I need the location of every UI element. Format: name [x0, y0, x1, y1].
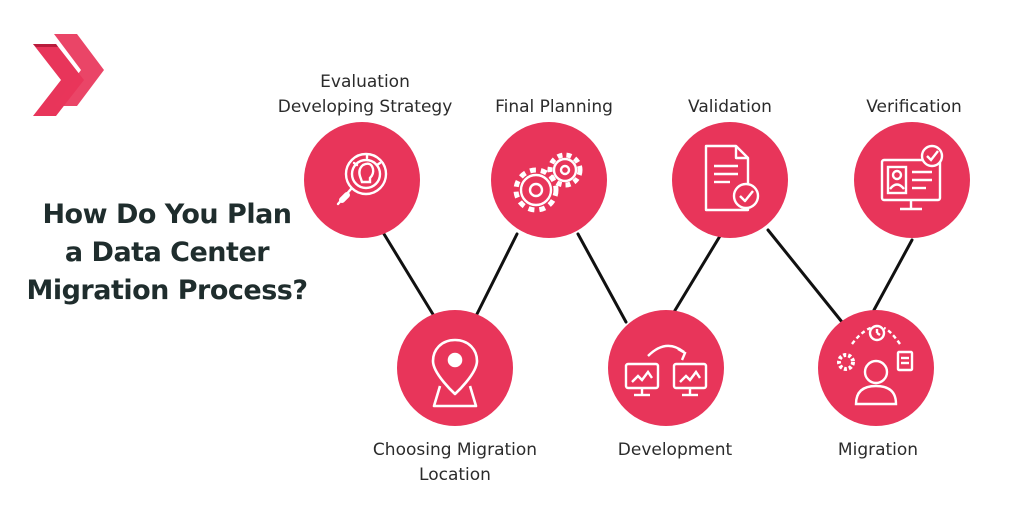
connector-3-4	[576, 232, 628, 324]
step-1-label-line-1: Evaluation	[320, 72, 410, 92]
step-3-label-line-1: Final Planning	[495, 97, 613, 117]
magnifier-lightbulb-icon	[336, 152, 388, 206]
step-7-label: Verification	[848, 95, 980, 120]
title-line-1: How Do You Plan	[42, 199, 292, 230]
connector-2-3	[474, 232, 519, 318]
step-4-label-line-1: Development	[617, 440, 733, 460]
step-5-node	[672, 122, 788, 238]
step-3-label: Final Planning	[474, 95, 634, 120]
step-2-label: Choosing Migration Location	[352, 438, 558, 488]
step-4-label: Development	[600, 438, 750, 463]
step-4-node	[608, 310, 724, 426]
connector-4-5	[672, 234, 722, 314]
step-6-node	[818, 310, 934, 426]
step-2-label-line-1: Choosing Migration	[372, 440, 538, 460]
title-line-2: a Data Center	[64, 237, 270, 268]
title-line-3: Migration Process?	[26, 275, 308, 306]
step-5-label-line-1: Validation	[688, 97, 772, 117]
step-1-label: Evaluation Developing Strategy	[262, 70, 468, 120]
connector-6-7	[872, 238, 914, 312]
connector-lines	[382, 228, 914, 324]
double-chevron-right-icon	[33, 34, 104, 116]
monitor-transfer-icon	[624, 344, 708, 397]
step-6-label-line-1: Migration	[837, 440, 919, 460]
step-2-label-line-2: Location	[419, 465, 491, 485]
step-2-node	[397, 310, 513, 426]
document-check-icon	[704, 144, 760, 212]
step-5-label: Validation	[660, 95, 800, 120]
gears-icon	[513, 152, 583, 213]
connector-5-6	[766, 228, 844, 324]
diagram-title: How Do You Plan a Data Center Migration …	[8, 196, 326, 310]
connector-1-2	[382, 232, 436, 318]
monitor-verification-icon	[880, 144, 944, 211]
step-1-label-line-2: Developing Strategy	[277, 97, 453, 117]
step-7-node	[854, 122, 970, 238]
step-3-node	[491, 122, 607, 238]
map-pin-icon	[431, 338, 479, 408]
step-6-label: Migration	[816, 438, 940, 463]
step-7-label-line-1: Verification	[866, 97, 962, 117]
step-1-node	[304, 122, 420, 238]
person-process-icon	[837, 324, 914, 406]
